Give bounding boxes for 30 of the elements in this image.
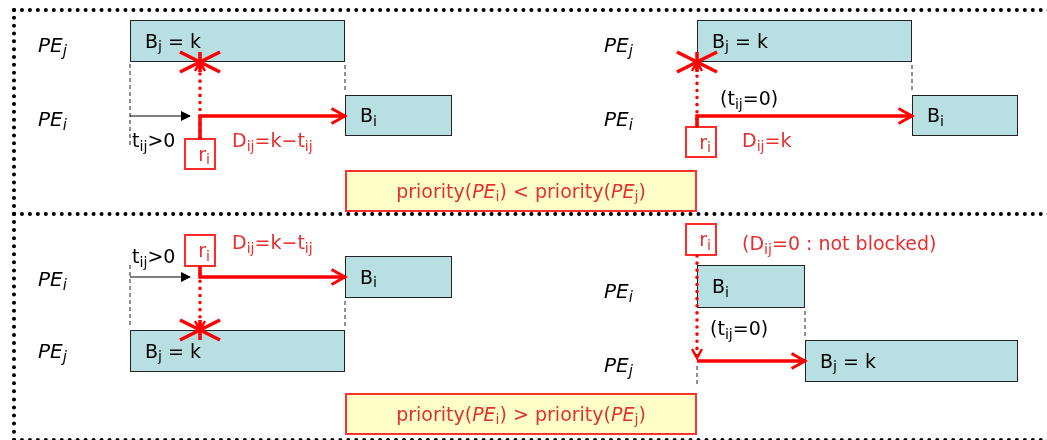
processor-label: PE$_{j}$: [38, 32, 67, 60]
time-block: B$_{j}$ = k: [130, 330, 345, 372]
processor-label: PE$_{i}$: [604, 106, 633, 134]
processor-label: PE$_{j}$: [38, 338, 67, 366]
time-block: B$_{j}$ = k: [805, 340, 1018, 382]
priority-box: priority(PE$_{i}$) > priority(PE$_{j}$): [345, 393, 697, 435]
delay-label: (D$_{ij}$=0 : not blocked): [742, 231, 937, 258]
time-label: (t$_{ij}$=0): [710, 316, 769, 343]
processor-label: PE$_{j}$: [604, 352, 633, 380]
delay-label: D$_{ij}$=k: [742, 128, 792, 155]
time-block: B$_{i}$: [345, 95, 452, 136]
time-label: t$_{ij}$>0: [132, 244, 176, 271]
delay-label: D$_{ij}$=k−t$_{ij}$: [232, 128, 313, 155]
processor-label: PE$_{j}$: [604, 32, 633, 60]
request-box: r$_{i}$: [184, 138, 216, 170]
time-block: B$_{j}$ = k: [697, 20, 912, 62]
request-box: r$_{i}$: [685, 223, 717, 256]
time-block: B$_{j}$ = k: [130, 20, 345, 62]
processor-label: PE$_{i}$: [604, 278, 633, 306]
request-box: r$_{i}$: [184, 234, 216, 267]
processor-label: PE$_{i}$: [38, 266, 67, 294]
time-block: B$_{i}$: [912, 95, 1018, 136]
request-box: r$_{i}$: [685, 126, 717, 158]
time-block: B$_{i}$: [697, 265, 805, 308]
time-label: t$_{ij}$>0: [132, 128, 176, 155]
processor-label: PE$_{i}$: [38, 106, 67, 134]
priority-box: priority(PE$_{i}$) < priority(PE$_{j}$): [345, 170, 697, 212]
time-label: (t$_{ij}$=0): [720, 86, 779, 113]
time-block: B$_{i}$: [345, 256, 452, 298]
delay-label: D$_{ij}$=k−t$_{ij}$: [232, 230, 313, 257]
